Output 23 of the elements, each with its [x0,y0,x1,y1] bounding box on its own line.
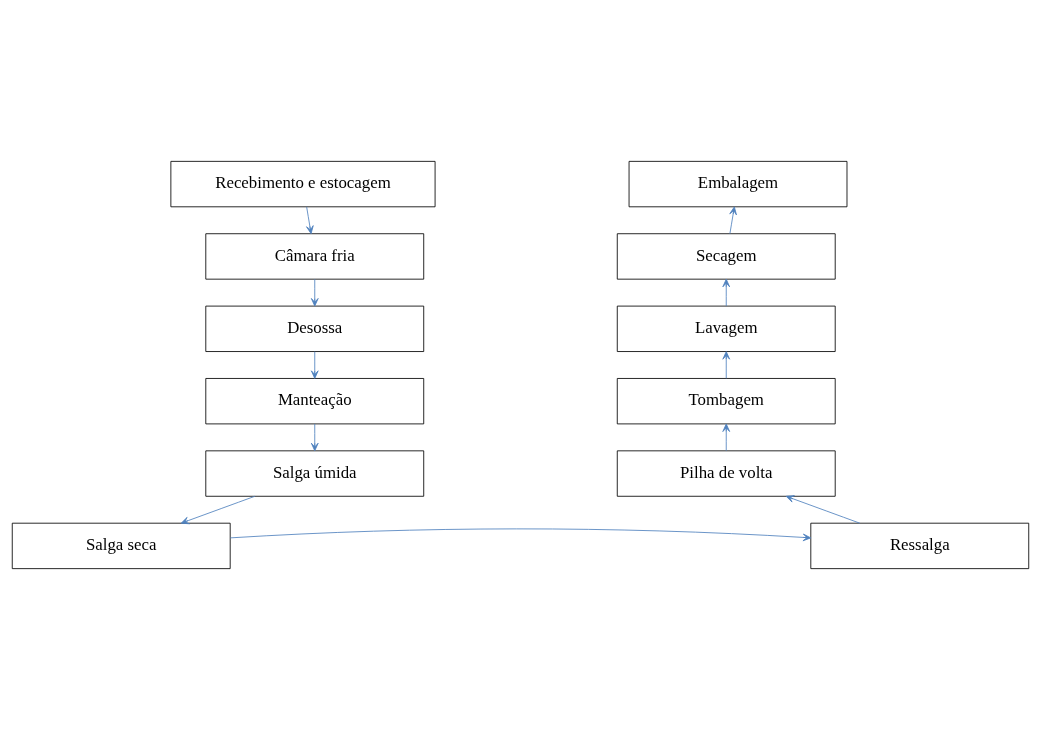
arrow [310,278,319,307]
node-box: Ressalga [810,522,1030,570]
arrow [306,206,314,235]
node-box: Câmara fria [205,233,425,280]
node-box: Embalagem [628,160,848,208]
node-box: Salga úmida [205,450,425,497]
arrow [729,206,737,235]
arrow [722,278,731,307]
arrow [230,528,812,542]
arrow [722,351,731,379]
node-box: Manteação [205,378,425,425]
node-box: Pilha de volta [616,450,836,497]
node-box: Lavagem [616,305,836,352]
node-box: Tombagem [616,378,836,425]
arrow [180,495,256,525]
arrow [785,495,861,524]
node-box: Recebimento e estocagem [170,160,436,208]
arrow [722,423,731,452]
arrow [310,423,319,452]
arrow [310,351,319,379]
node-box: Desossa [205,305,425,352]
node-box: Secagem [616,233,836,280]
node-box: Salga seca [11,522,231,570]
